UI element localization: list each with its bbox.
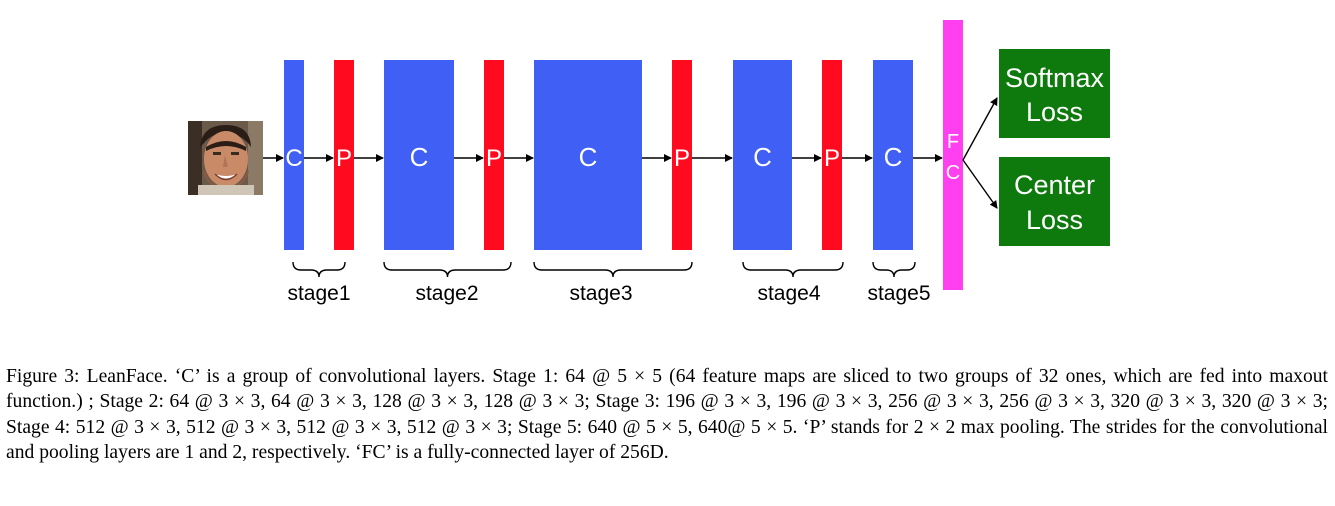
conv-block-label-1: C — [285, 145, 302, 172]
pool-block-label-2: P — [336, 145, 352, 172]
conv-block-label-3: C — [410, 142, 429, 172]
center-loss-box: Center Loss — [999, 157, 1110, 246]
pool-block-2 — [334, 60, 354, 250]
conv-block-label-5: C — [579, 142, 598, 172]
fc-label-top: F — [947, 131, 959, 153]
stage-label-5: stage5 — [867, 282, 930, 305]
fc-layer — [943, 20, 963, 290]
stage-brace-1 — [292, 261, 346, 278]
center-loss-line2: Loss — [1026, 205, 1083, 235]
stage-brace-4 — [742, 261, 844, 278]
stage-brace-2 — [383, 261, 512, 278]
face-photo-icon — [188, 121, 263, 195]
pool-block-6 — [672, 60, 692, 250]
fc-to-center-arrow — [962, 159, 998, 209]
pool-block-4 — [484, 60, 504, 250]
softmax-loss-line1: Softmax — [1005, 63, 1105, 93]
softmax-loss-line2: Loss — [1026, 97, 1083, 127]
stage-label-4: stage4 — [757, 282, 820, 305]
conv-block-7 — [733, 60, 792, 250]
stage-braces — [292, 261, 916, 278]
conv-block-5 — [534, 60, 642, 250]
stage-label-1: stage1 — [287, 282, 350, 305]
stage-label-2: stage2 — [415, 282, 478, 305]
pool-block-label-6: P — [674, 145, 690, 172]
center-loss-line1: Center — [1014, 170, 1095, 200]
fc-to-softmax-arrow — [962, 97, 998, 161]
pool-block-label-8: P — [824, 145, 840, 172]
pool-block-8 — [822, 60, 842, 250]
fc-label-bottom: C — [946, 162, 960, 184]
conv-block-1 — [284, 60, 304, 250]
stage-brace-5 — [872, 261, 916, 278]
softmax-loss-box: Softmax Loss — [999, 49, 1110, 138]
conv-block-9 — [873, 60, 913, 250]
input-face-image — [188, 121, 263, 195]
conv-block-label-7: C — [753, 142, 772, 172]
figure-caption: Figure 3: LeanFace. ‘C’ is a group of co… — [6, 366, 1328, 464]
conv-block-label-9: C — [884, 142, 903, 172]
pool-block-label-4: P — [486, 145, 502, 172]
stage-brace-3 — [533, 261, 693, 278]
stage-label-3: stage3 — [569, 282, 632, 305]
conv-block-3 — [384, 60, 454, 250]
